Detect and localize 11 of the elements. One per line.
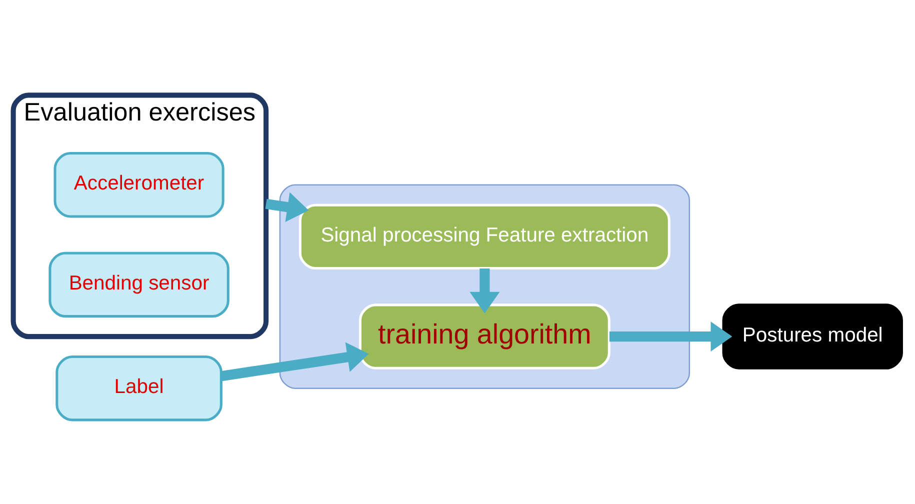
- node-box: training algorithm: [358, 303, 610, 369]
- node-box: Bending sensor: [48, 251, 230, 318]
- arrow: [470, 268, 500, 313]
- node-box: Label: [56, 355, 222, 421]
- arrow: [220, 342, 369, 381]
- cluster: [279, 184, 690, 388]
- arrow: [609, 321, 732, 352]
- node-box: Accelerometer: [54, 152, 224, 218]
- node-box: Postures model: [722, 303, 903, 369]
- node-box: Signal processing Feature extraction: [298, 203, 670, 270]
- arrow: [265, 192, 309, 222]
